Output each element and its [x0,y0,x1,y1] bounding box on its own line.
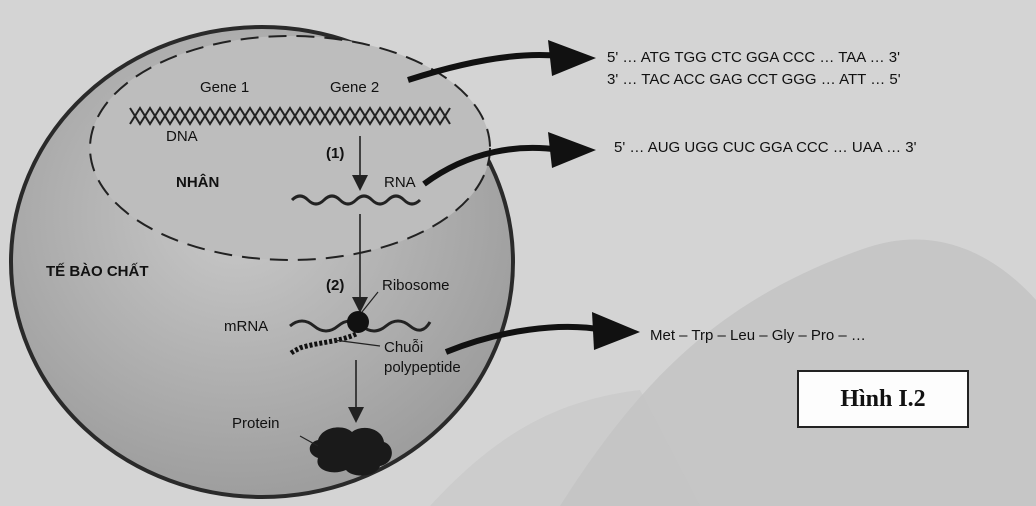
gene2-label: Gene 2 [330,79,379,96]
peptide-sequence: Met – Trp – Leu – Gly – Pro – … [650,327,866,344]
step2-label: (2) [326,277,344,294]
rna-sequence: 5' … AUG UGG CUC GGA CCC … UAA … 3' [614,139,917,156]
protein-label: Protein [232,415,280,432]
chain-label-line2: polypeptide [384,359,461,376]
rna-label: RNA [384,174,416,191]
ribosome [347,311,369,333]
ribosome-label: Ribosome [382,277,450,294]
figure-caption: Hình I.2 [840,386,925,413]
dna-coding-strand: 5' … ATG TGG CTC GGA CCC … TAA … 3' [607,49,900,66]
chain-label-line1: Chuỗi [384,339,423,356]
cytoplasm-label: TẾ BÀO CHẤT [46,263,149,280]
dna-template-strand: 3' … TAC ACC GAG CCT GGG … ATT … 5' [607,71,901,88]
step1-label: (1) [326,145,344,162]
mrna-label: mRNA [224,318,268,335]
figure-caption-box: Hình I.2 [797,370,969,428]
nucleus-label: NHÂN [176,173,219,191]
gene1-label: Gene 1 [200,79,249,96]
dna-label: DNA [166,128,198,145]
nucleus-envelope [90,36,490,260]
